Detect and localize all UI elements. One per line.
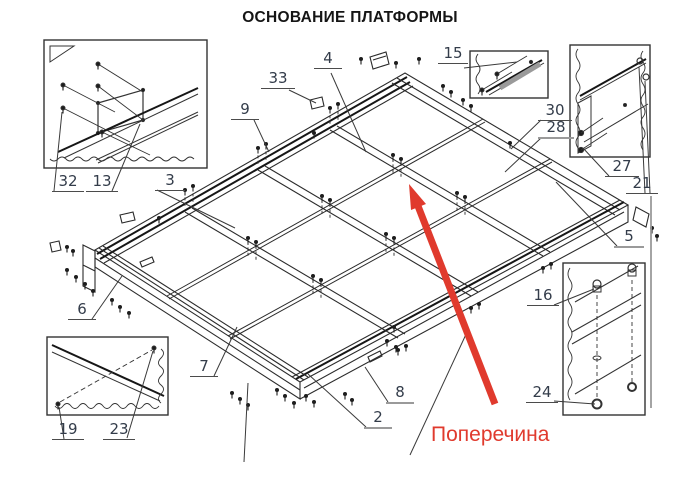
bracket-glyphs: [49, 51, 650, 253]
crossbar-annotation: Поперечина: [431, 423, 550, 446]
detail-inset-bottom-right: [562, 262, 646, 416]
callout-7: 7: [190, 358, 218, 377]
callout-27: 27: [605, 158, 639, 177]
detail-inset-bottom-left: [46, 336, 169, 416]
drawing-title: ОСНОВАНИЕ ПЛАТФОРМЫ: [242, 9, 458, 26]
callout-30: 30: [538, 102, 572, 121]
annotation-arrow: [409, 184, 499, 406]
callout-23: 23: [103, 421, 135, 440]
callout-5: 5: [614, 228, 644, 248]
detail-inset-top-left: [43, 39, 208, 169]
callout-9: 9: [231, 101, 259, 120]
callout-8: 8: [386, 384, 414, 404]
callout-4: 4: [314, 50, 342, 69]
stringers: [166, 118, 553, 340]
callout-15: 15: [438, 45, 468, 64]
callout-3: 3: [155, 172, 185, 191]
bolt-glyphs: [64, 56, 660, 412]
callout-33: 33: [261, 70, 295, 89]
frame-outline: [82, 72, 630, 401]
callout-21: 21: [626, 175, 658, 194]
crossbars: [184, 125, 551, 339]
detail-inset-part15: [469, 50, 549, 99]
leader-lines: [53, 61, 652, 463]
callout-2: 2: [364, 409, 392, 429]
callout-16: 16: [527, 287, 559, 306]
callout-6: 6: [68, 301, 96, 320]
callout-13: 13: [86, 173, 118, 192]
callout-24: 24: [526, 384, 558, 403]
callout-32: 32: [52, 173, 84, 192]
callout-19: 19: [52, 421, 84, 440]
detail-inset-top-right: [569, 44, 651, 158]
callout-28: 28: [538, 119, 574, 139]
